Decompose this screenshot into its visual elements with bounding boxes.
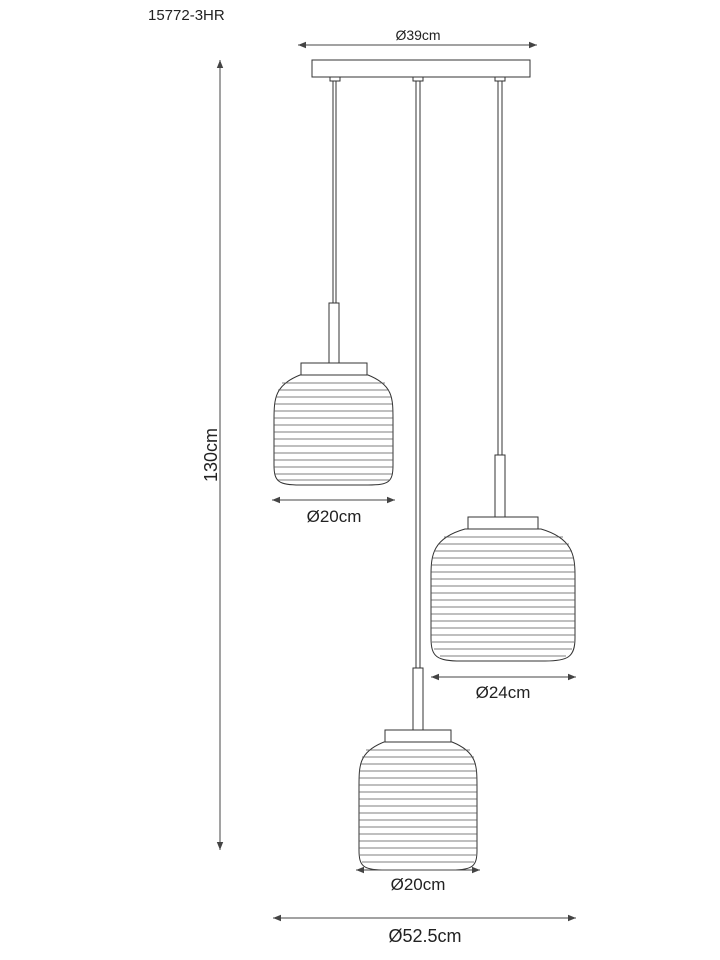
cap-right — [467, 516, 539, 530]
cap-left — [300, 362, 368, 376]
product-code: 15772-3HR — [148, 7, 225, 24]
shade-left-diameter-label: Ø20cm — [307, 507, 362, 526]
overall-diameter-label: Ø52.5cm — [388, 926, 461, 946]
pendant-left: Ø20cm — [272, 81, 395, 526]
total-height-label: 130cm — [201, 428, 221, 482]
sleeve-right — [494, 454, 506, 518]
shade-bottom-diameter-label: Ø20cm — [391, 875, 446, 894]
cap-center — [384, 729, 452, 743]
canopy-connector-right — [494, 76, 506, 82]
ceiling-canopy — [311, 59, 531, 78]
canopy-diameter-label: Ø39cm — [395, 27, 440, 43]
canopy-connector-left — [329, 76, 341, 82]
canopy-connector-center — [412, 76, 424, 82]
sleeve-left — [328, 302, 340, 364]
shade-left-ribs — [274, 382, 393, 481]
pendant-bottom: Ø20cm — [356, 81, 480, 894]
shade-right-diameter-label: Ø24cm — [476, 683, 531, 702]
shade-bottom-ribs — [359, 749, 477, 863]
shade-left-outline — [273, 374, 394, 486]
sleeve-center — [412, 667, 424, 731]
shade-right-outline — [430, 528, 576, 662]
shade-right-ribs — [431, 536, 575, 657]
pendant-right: Ø24cm — [430, 81, 576, 702]
